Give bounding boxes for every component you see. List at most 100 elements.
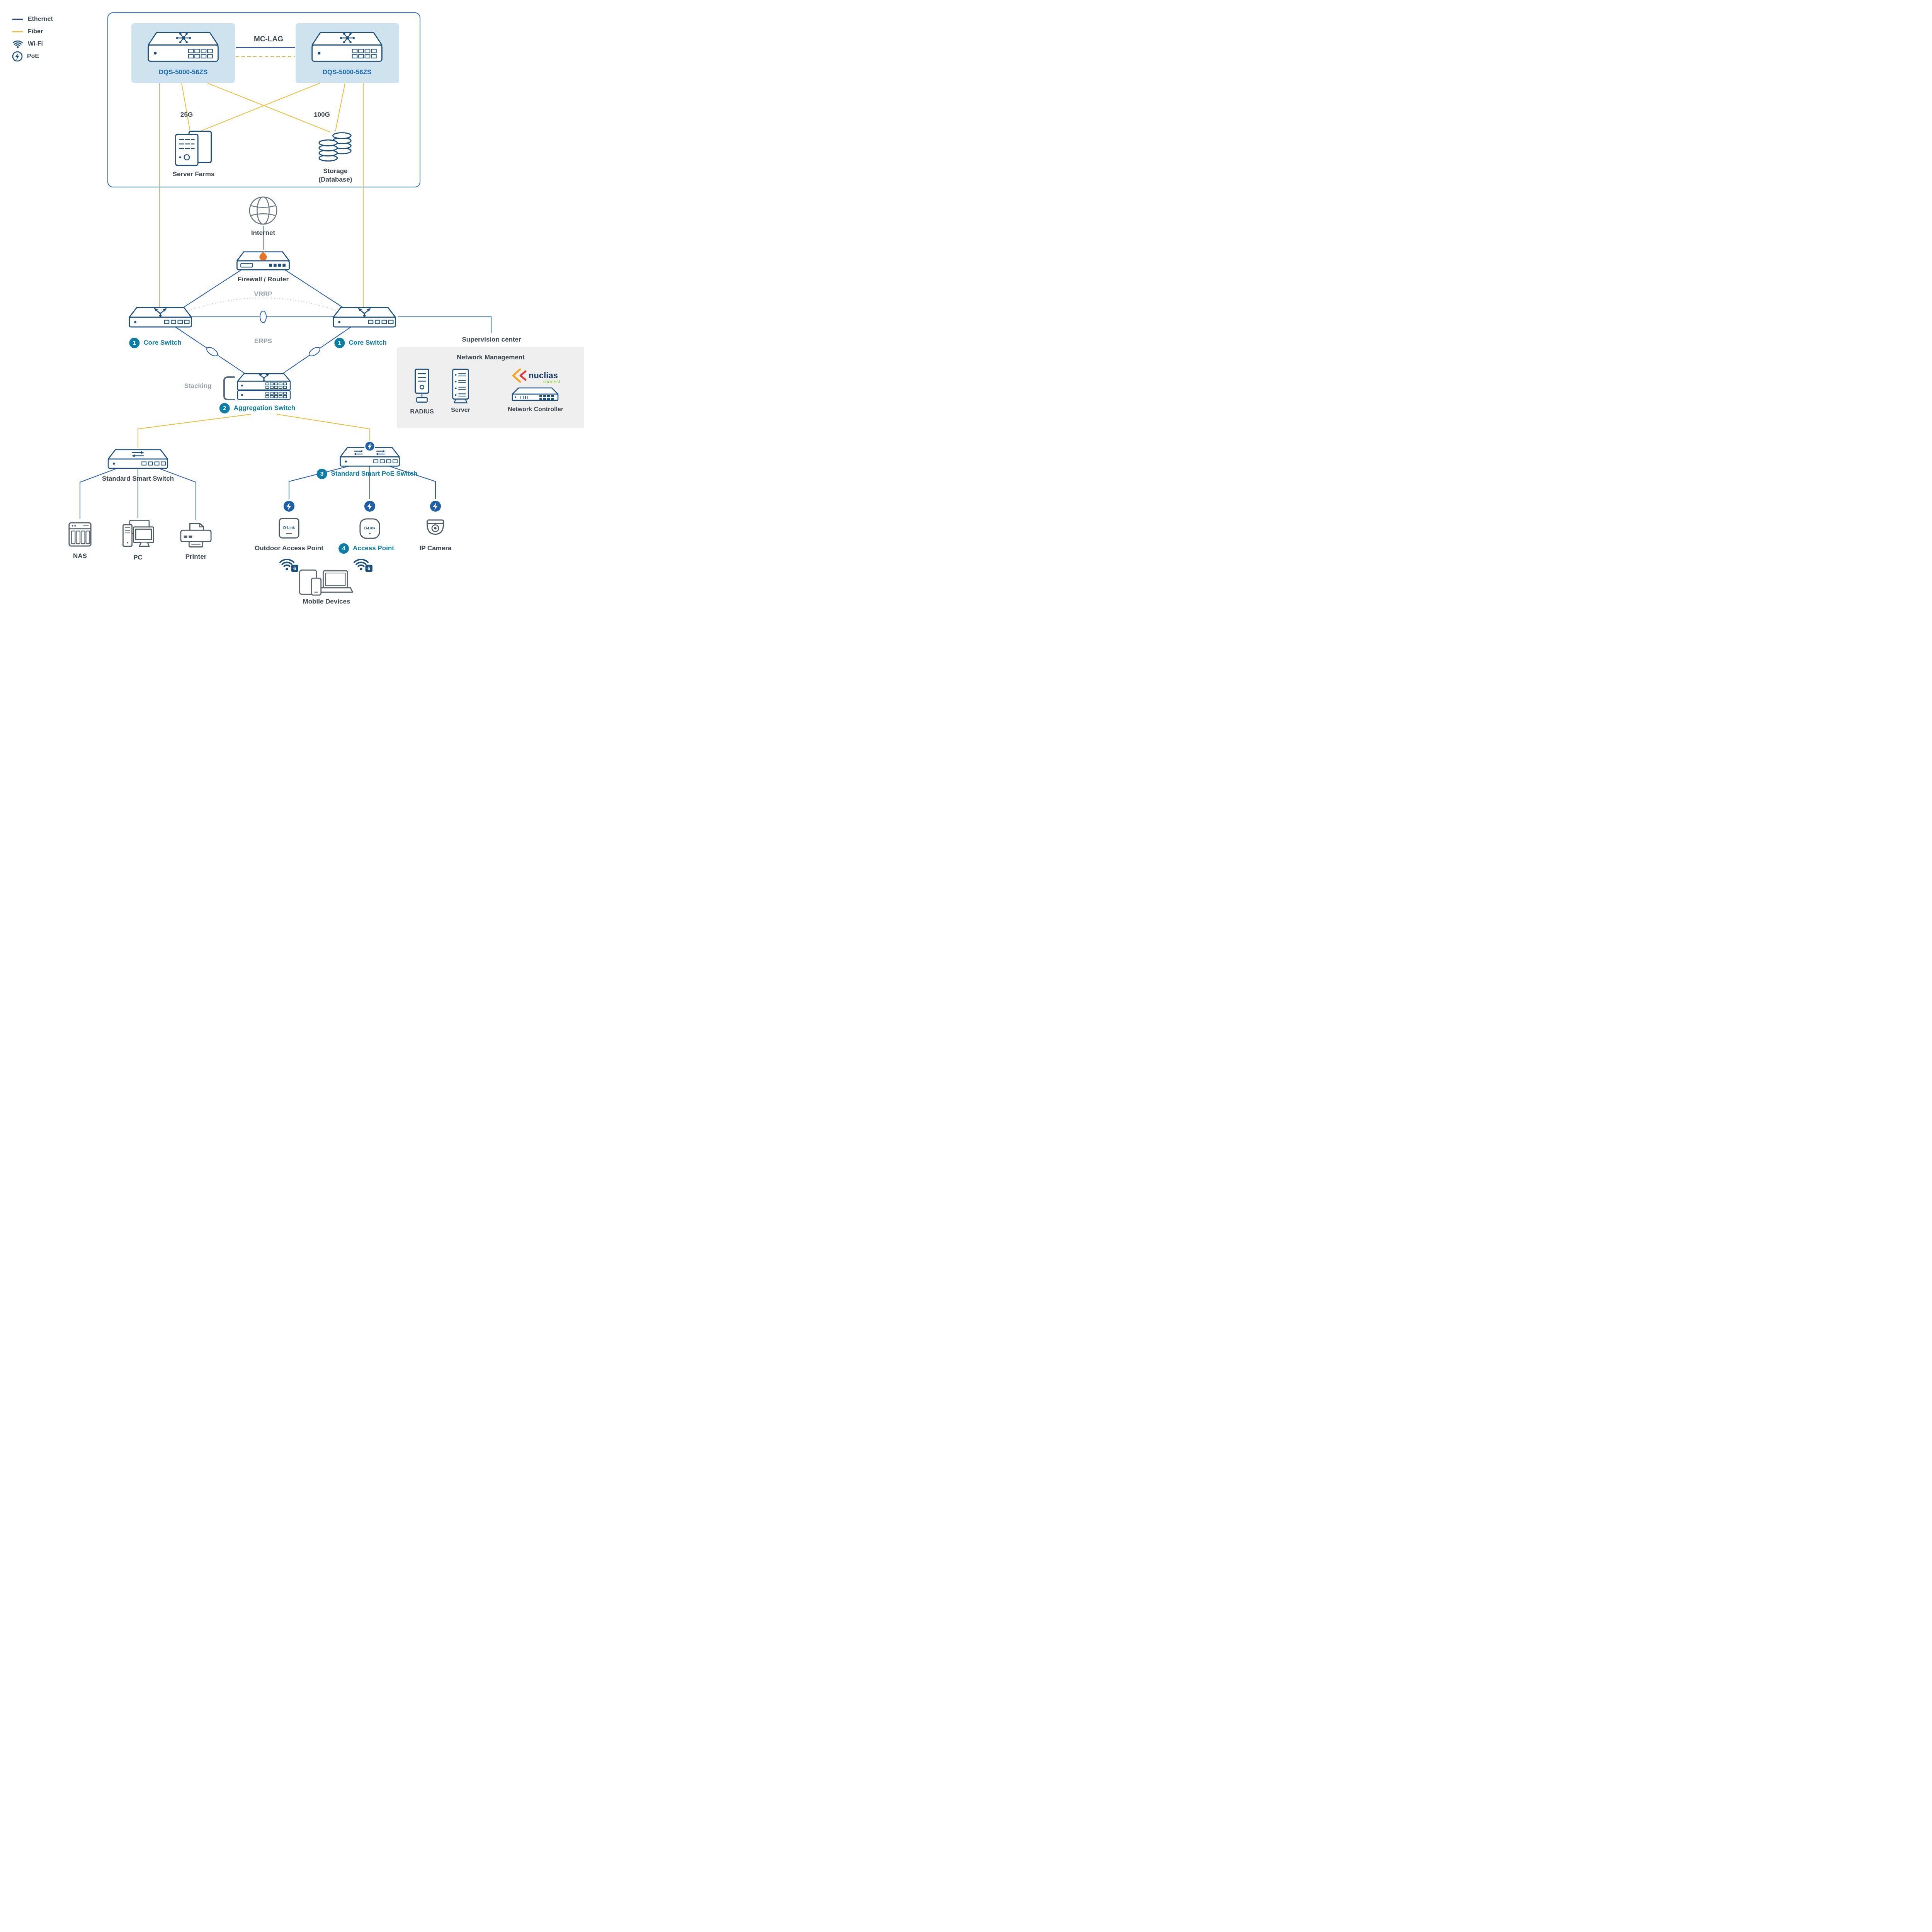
poe-switch-caption: 3 Standard Smart PoE Switch: [316, 469, 418, 479]
server-farms: Server Farms: [173, 130, 214, 179]
vrrp-label: VRRP: [254, 290, 272, 298]
access-point-caption: 4 Access Point: [338, 543, 394, 554]
nuclias-brand-text: nuclias: [529, 371, 558, 380]
network-controller-icon: [512, 387, 559, 401]
internet-label: Internet: [251, 229, 276, 236]
step-3-badge: 3: [316, 469, 327, 479]
management-server: Server: [450, 367, 471, 415]
erps-label: ERPS: [254, 337, 272, 345]
network-topology-diagram: Network Management: [0, 0, 604, 606]
nas-icon: [68, 522, 92, 547]
supervision-center-label: Supervision center: [462, 336, 521, 343]
step-2-badge: 2: [219, 403, 230, 413]
vrrp-arc: [186, 298, 340, 312]
poe-switch-icon: [340, 440, 400, 467]
aggregation-label: Aggregation Switch: [233, 404, 296, 412]
mobile-devices-label: Mobile Devices: [303, 598, 350, 605]
aggregation-caption: 2 Aggregation Switch: [219, 403, 296, 413]
legend-fiber: Fiber: [12, 26, 53, 38]
server-farms-icon: [175, 131, 212, 166]
wifi6-badge-text: 6: [367, 566, 370, 571]
core-switch-icon: [129, 307, 192, 328]
fiber-line-icon: [12, 31, 23, 32]
firewall-router: Firewall / Router: [233, 250, 294, 284]
legend-poe-label: PoE: [27, 53, 39, 60]
datacenter-box: [107, 12, 420, 187]
core-switch-right-label: Core Switch: [349, 339, 387, 347]
step-1-badge: 1: [334, 338, 345, 348]
wifi-icon: [12, 40, 23, 48]
nas-label: NAS: [73, 552, 87, 560]
mobile-devices: Mobile Devices: [298, 565, 355, 606]
legend: Ethernet Fiber Wi-Fi Po: [12, 13, 53, 63]
radius-server: RADIUS: [410, 367, 434, 416]
network-controller: nuclias connect Network Controller: [508, 367, 563, 414]
stacking-label: Stacking: [184, 382, 212, 389]
storage-label-1: Storage: [323, 167, 348, 175]
mobile-devices-icon: [299, 569, 354, 596]
network-management-title: Network Management: [457, 354, 525, 361]
wifi6-icon: 6: [354, 559, 372, 572]
standard-smart-poe-switch: [336, 440, 404, 468]
smart-switch-icon: [107, 449, 168, 469]
ip-camera: IP Camera: [420, 519, 451, 553]
outdoor-ap-label: Outdoor Access Point: [255, 544, 323, 552]
core-switch-right-caption: 1 Core Switch: [334, 338, 387, 348]
printer-icon: [180, 523, 212, 548]
aggregation-switch-icon: [237, 373, 291, 400]
access-point-icon: D-Link: [359, 518, 380, 539]
link-100g-label: 100G: [314, 111, 330, 118]
poe-injector-icon: [283, 500, 295, 512]
standard-smart-switch: Standard Smart Switch: [102, 447, 174, 483]
outdoor-access-point: D-Link Outdoor Access Point: [255, 517, 323, 553]
poe-injector-icon: [364, 500, 376, 512]
dlink-logo-text: D-Link: [283, 526, 295, 530]
spine-switch-icon: [148, 32, 219, 62]
core-switch-left-caption: 1 Core Switch: [129, 338, 182, 348]
wifi6-badge-text: 6: [293, 566, 296, 571]
pc: PC: [117, 519, 159, 562]
ip-camera-icon: [427, 519, 444, 535]
network-controller-label: Network Controller: [507, 406, 564, 413]
aggregation-switch: [233, 372, 295, 401]
dqs-switch-right: DQS-5000-56ZS: [306, 29, 388, 77]
step-1-badge: 1: [129, 338, 140, 348]
legend-fiber-label: Fiber: [28, 28, 43, 35]
legend-wifi-label: Wi-Fi: [28, 40, 43, 47]
server-icon: [452, 369, 469, 403]
core-switch-left: [124, 305, 196, 328]
pc-label: PC: [133, 554, 143, 561]
firewall-label: Firewall / Router: [237, 276, 289, 283]
server-label: Server: [451, 407, 470, 413]
radius-server-icon: [415, 368, 429, 403]
legend-ethernet-label: Ethernet: [28, 15, 53, 22]
storage-label-2: (Database): [318, 176, 352, 184]
outdoor-ap-icon: D-Link: [279, 518, 299, 539]
poe-icon: [12, 51, 23, 62]
nuclias-connect-text: connect: [543, 379, 560, 384]
globe-icon: [249, 196, 277, 225]
firewall-icon: [236, 251, 290, 270]
nuclias-logo: nuclias connect: [512, 368, 560, 384]
radius-label: RADIUS: [410, 408, 434, 415]
standard-smart-switch-label: Standard Smart Switch: [102, 475, 174, 482]
poe-switch-label: Standard Smart PoE Switch: [331, 470, 418, 478]
access-point-label: Access Point: [353, 544, 394, 552]
fiber-links: [138, 56, 370, 447]
dqs-right-label: DQS-5000-56ZS: [322, 68, 372, 76]
step-4-badge: 4: [338, 543, 349, 554]
mclag-label: MC-LAG: [254, 35, 283, 43]
core-switch-right: [328, 305, 400, 328]
link-25g-label: 25G: [180, 111, 193, 118]
internet: Internet: [248, 196, 278, 237]
legend-wifi: Wi-Fi: [12, 38, 53, 50]
spine-switch-icon: [311, 32, 383, 62]
printer-label: Printer: [185, 553, 207, 560]
core-switch-left-label: Core Switch: [143, 339, 182, 347]
wifi6-left: 6: [278, 555, 300, 573]
legend-poe: PoE: [12, 50, 53, 63]
core-switch-icon: [333, 307, 396, 328]
printer: Printer: [179, 522, 213, 561]
wifi6-right: 6: [352, 555, 374, 573]
pc-icon: [122, 520, 154, 547]
